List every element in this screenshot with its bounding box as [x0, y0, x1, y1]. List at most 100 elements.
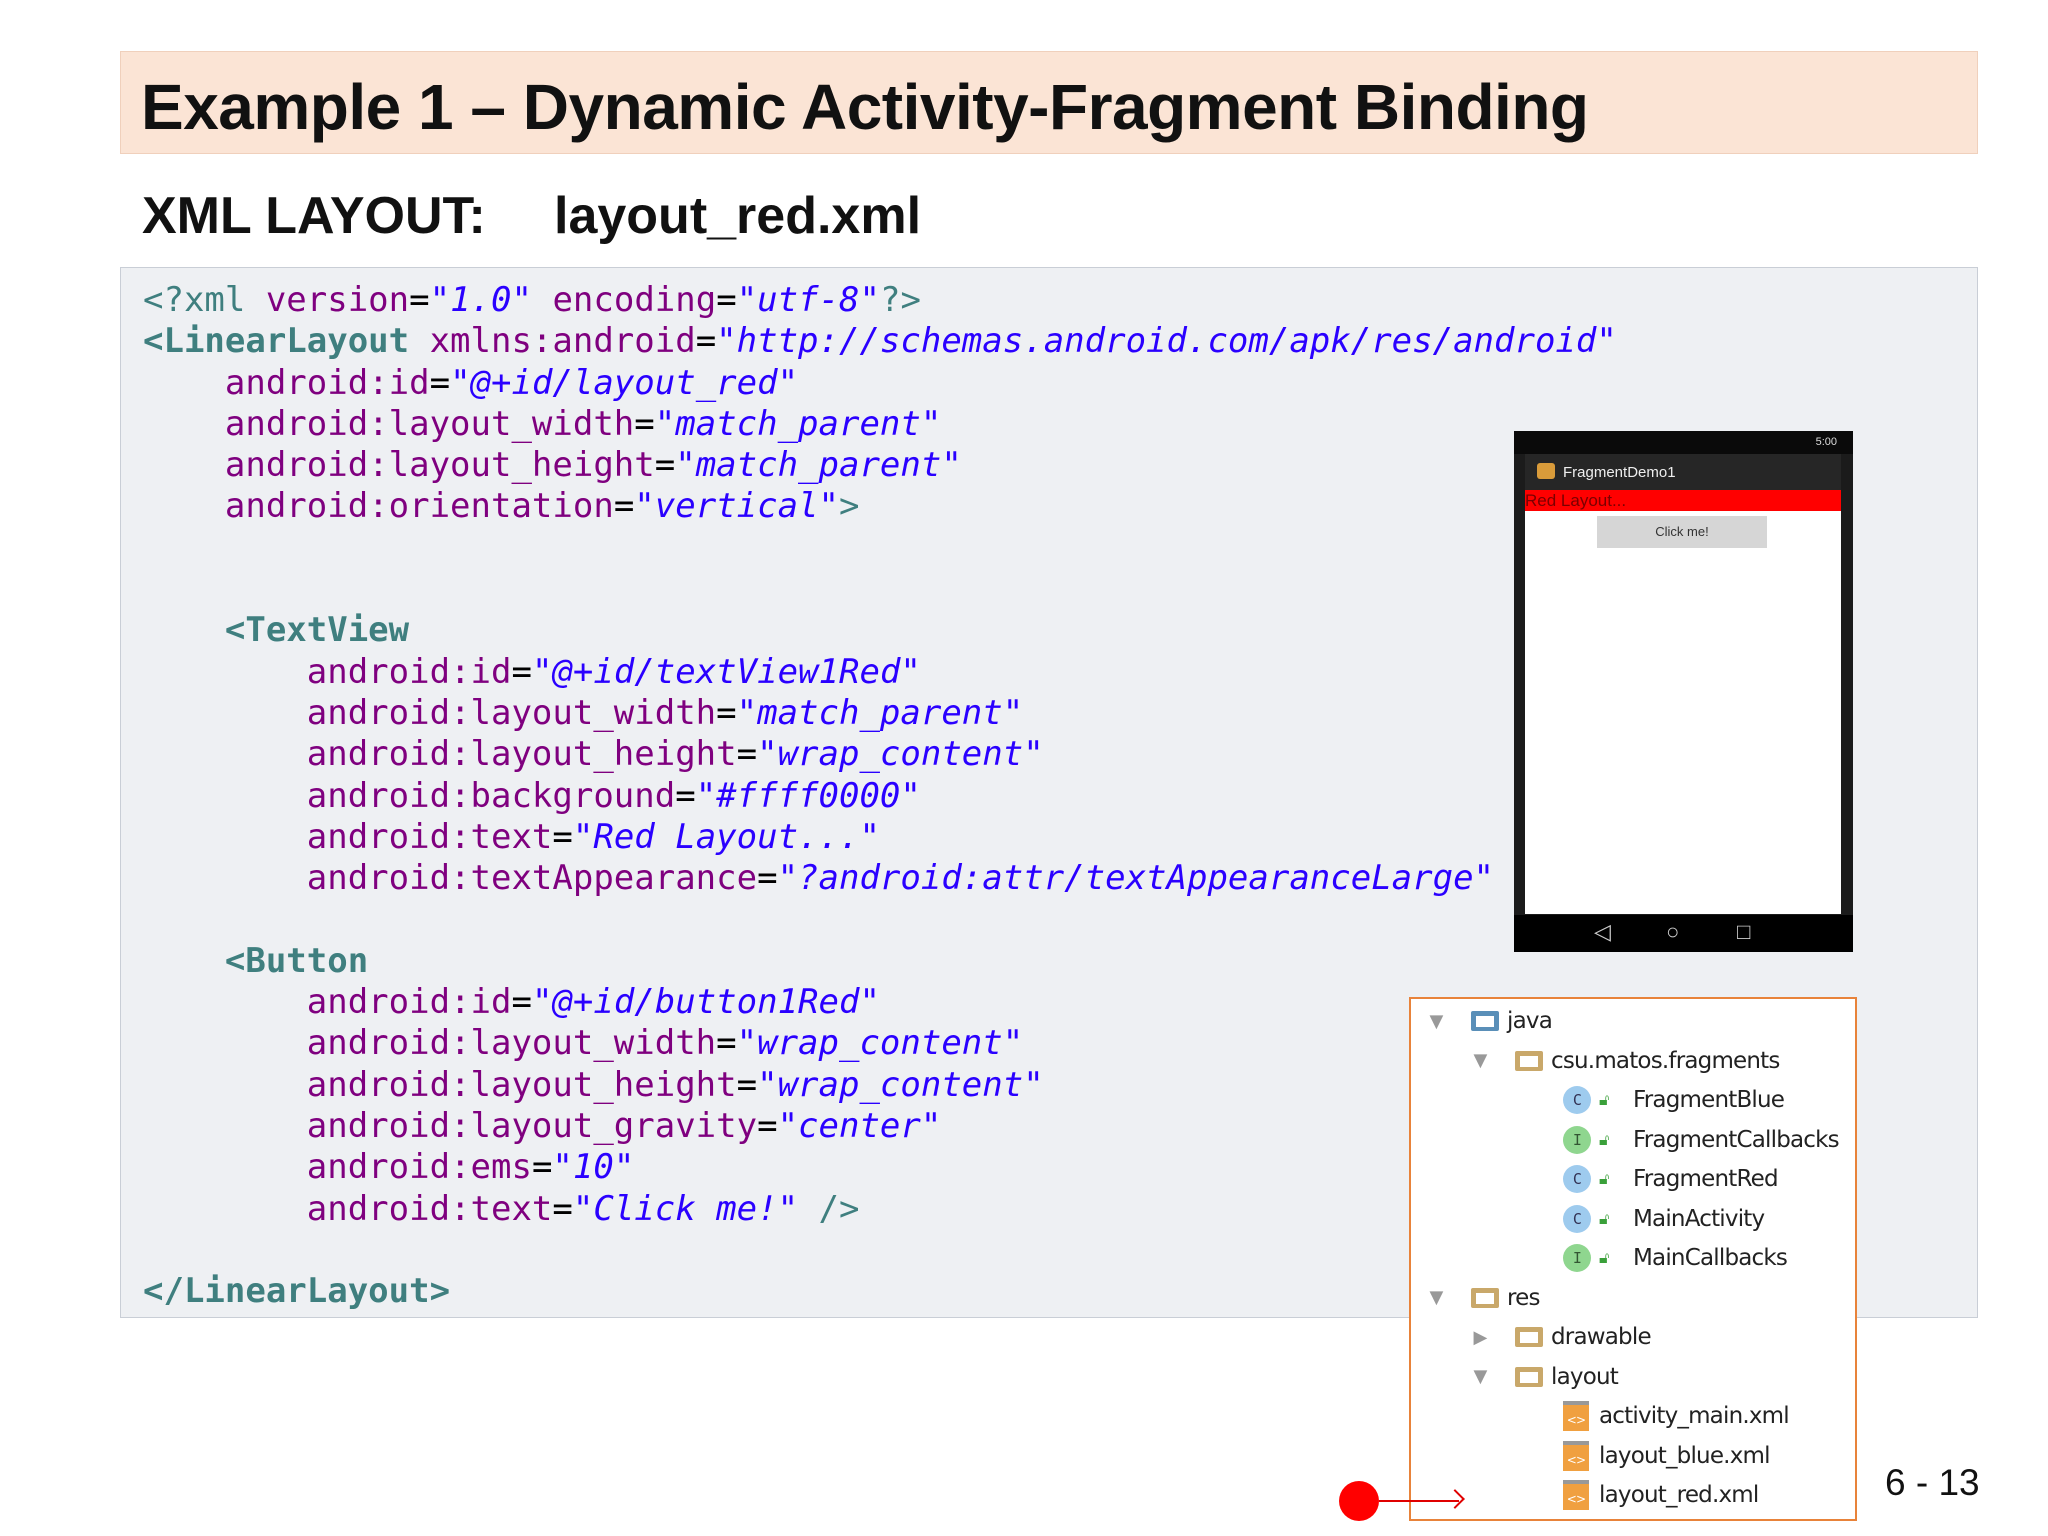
code-token-val: "utf-8": [736, 280, 880, 320]
code-token-eq: =: [511, 651, 532, 692]
code-line: android:id="@+id/textView1Red": [143, 652, 1617, 693]
xml-file-icon: <>: [1563, 1480, 1589, 1510]
class-icon: C: [1563, 1086, 1591, 1114]
public-access-icon: 🔓︎: [1599, 1208, 1609, 1228]
code-token-val: "Red Layout...": [572, 816, 880, 857]
folder-icon: [1471, 1011, 1499, 1031]
code-token-eq: =: [511, 982, 532, 1023]
xml-file-icon: <>: [1563, 1401, 1589, 1431]
pointer-arrow-line: [1379, 1500, 1459, 1502]
tree-item[interactable]: C🔓︎FragmentBlue: [1563, 1082, 1785, 1118]
code-token-attr: android:layout_height: [143, 445, 655, 486]
code-token-eq: =: [429, 362, 451, 403]
code-line: android:id="@+id/button1Red": [143, 982, 1617, 1023]
code-token-val: "wrap_content": [757, 1064, 1044, 1105]
code-line: android:text="Click me!" />: [143, 1189, 1617, 1230]
code-line: [143, 899, 1617, 940]
expand-arrow-icon[interactable]: ▼: [1429, 1010, 1443, 1032]
tree-item[interactable]: I🔓︎FragmentCallbacks: [1563, 1122, 1840, 1158]
interface-icon: I: [1563, 1125, 1591, 1154]
tree-item[interactable]: ▼ java: [1427, 1003, 1552, 1039]
tree-item-label: FragmentCallbacks: [1633, 1126, 1840, 1153]
code-token-attr: android:id: [143, 362, 430, 403]
xml-file-icon: <>: [1563, 1440, 1589, 1471]
code-token-attr: android:layout_width: [143, 1023, 717, 1064]
code-token-attr: android:layout_gravity: [143, 1105, 758, 1146]
nav-bar: ◁ ○ □: [1514, 915, 1853, 952]
code-token-eq: =: [757, 1105, 778, 1146]
back-icon[interactable]: ◁: [1594, 919, 1611, 944]
code-token-attr: android:id: [143, 651, 512, 692]
code-token-val: "@+id/button1Red": [531, 982, 880, 1023]
code-token-attr: android:layout_height: [143, 734, 737, 775]
tree-item-label: drawable: [1551, 1324, 1652, 1350]
code-line: android:layout_width="wrap_content": [143, 1023, 1617, 1064]
code-token-punct: />: [798, 1188, 860, 1229]
code-token-val: "http://schemas.android.com/apk/res/andr…: [716, 321, 1617, 362]
folder-icon: [1515, 1327, 1543, 1347]
code-token-eq: =: [654, 445, 676, 486]
code-token-val: "match_parent": [675, 445, 962, 486]
code-line: android:id="@+id/layout_red": [143, 363, 1617, 404]
status-bar: 5:00: [1514, 431, 1853, 454]
code-line: [143, 528, 1617, 569]
slide-title-bar: Example 1 – Dynamic Activity-Fragment Bi…: [120, 51, 1978, 154]
code-token-attr: encoding: [531, 280, 717, 320]
tree-item[interactable]: C🔓︎MainActivity: [1563, 1201, 1765, 1237]
tree-item[interactable]: ▶ drawable: [1471, 1319, 1651, 1355]
expand-arrow-icon[interactable]: ▼: [1473, 1050, 1487, 1071]
code-token-tag: </LinearLayout>: [143, 1271, 451, 1312]
tree-item[interactable]: I🔓︎MainCallbacks: [1563, 1240, 1788, 1276]
code-line: </LinearLayout>: [143, 1271, 1617, 1312]
expand-arrow-icon[interactable]: ▼: [1473, 1366, 1487, 1387]
expand-arrow-icon[interactable]: ▼: [1429, 1287, 1443, 1308]
action-bar: FragmentDemo1: [1525, 454, 1841, 490]
code-token-val: "1.0": [429, 280, 532, 320]
code-token-eq: =: [716, 280, 737, 320]
app-title: FragmentDemo1: [1563, 464, 1676, 481]
tree-item[interactable]: <>layout_blue.xml: [1563, 1438, 1771, 1474]
code-token-val: "wrap_content": [736, 1023, 1024, 1064]
click-me-button[interactable]: Click me!: [1597, 516, 1767, 548]
tree-item-label: java: [1507, 1008, 1553, 1034]
expand-arrow-icon[interactable]: ▶: [1473, 1326, 1487, 1348]
folder-icon: [1515, 1050, 1543, 1071]
interface-icon: I: [1563, 1244, 1591, 1272]
red-layout-textview: Red Layout...: [1525, 490, 1841, 511]
home-icon[interactable]: ○: [1666, 919, 1680, 944]
code-token-val: "@+id/layout_red": [450, 362, 799, 403]
code-token-eq: =: [695, 321, 717, 362]
tree-item[interactable]: <>activity_main.xml: [1563, 1398, 1790, 1434]
recents-icon[interactable]: □: [1737, 919, 1751, 944]
tree-item[interactable]: ▼csu.matos.fragments: [1471, 1043, 1780, 1079]
code-token-eq: =: [675, 775, 696, 816]
code-token-attr: android:text: [143, 816, 553, 857]
code-token-val: "10": [552, 1147, 635, 1188]
folder-icon: [1515, 1366, 1543, 1387]
tree-item[interactable]: C🔓︎FragmentRed: [1563, 1161, 1779, 1197]
code-token-attr: android:id: [143, 982, 512, 1023]
code-token-val: "?android:attr/textAppearanceLarge": [777, 858, 1495, 899]
code-token-tag: <LinearLayout: [143, 321, 410, 362]
code-token-val: "center": [777, 1105, 942, 1146]
tree-item-label: FragmentRed: [1633, 1166, 1779, 1192]
code-token-attr: xmlns:android: [409, 321, 696, 362]
code-token-val: "@+id/textView1Red": [531, 651, 921, 692]
code-token-attr: android:layout_width: [143, 692, 717, 733]
code-token-attr: android:background: [143, 775, 676, 816]
tree-item[interactable]: <>layout_red.xml: [1563, 1477, 1759, 1513]
code-line: android:ems="10": [143, 1147, 1617, 1188]
code-line: android:textAppearance="?android:attr/te…: [143, 858, 1617, 899]
code-token-val: "match_parent": [654, 403, 942, 444]
code-token-val: "vertical": [634, 486, 839, 527]
code-token-attr: android:ems: [143, 1147, 532, 1188]
slide-title: Example 1 – Dynamic Activity-Fragment Bi…: [141, 71, 1589, 143]
code-token-eq: =: [716, 692, 737, 733]
tree-item[interactable]: ▼res: [1427, 1280, 1540, 1316]
tree-item[interactable]: ▼layout: [1471, 1359, 1618, 1395]
tree-item-label: FragmentBlue: [1633, 1087, 1785, 1113]
code-token-eq: =: [716, 1023, 737, 1064]
tree-item-label: MainCallbacks: [1633, 1245, 1788, 1271]
code-token-punct: >: [839, 486, 860, 527]
code-token-eq: =: [613, 486, 635, 527]
